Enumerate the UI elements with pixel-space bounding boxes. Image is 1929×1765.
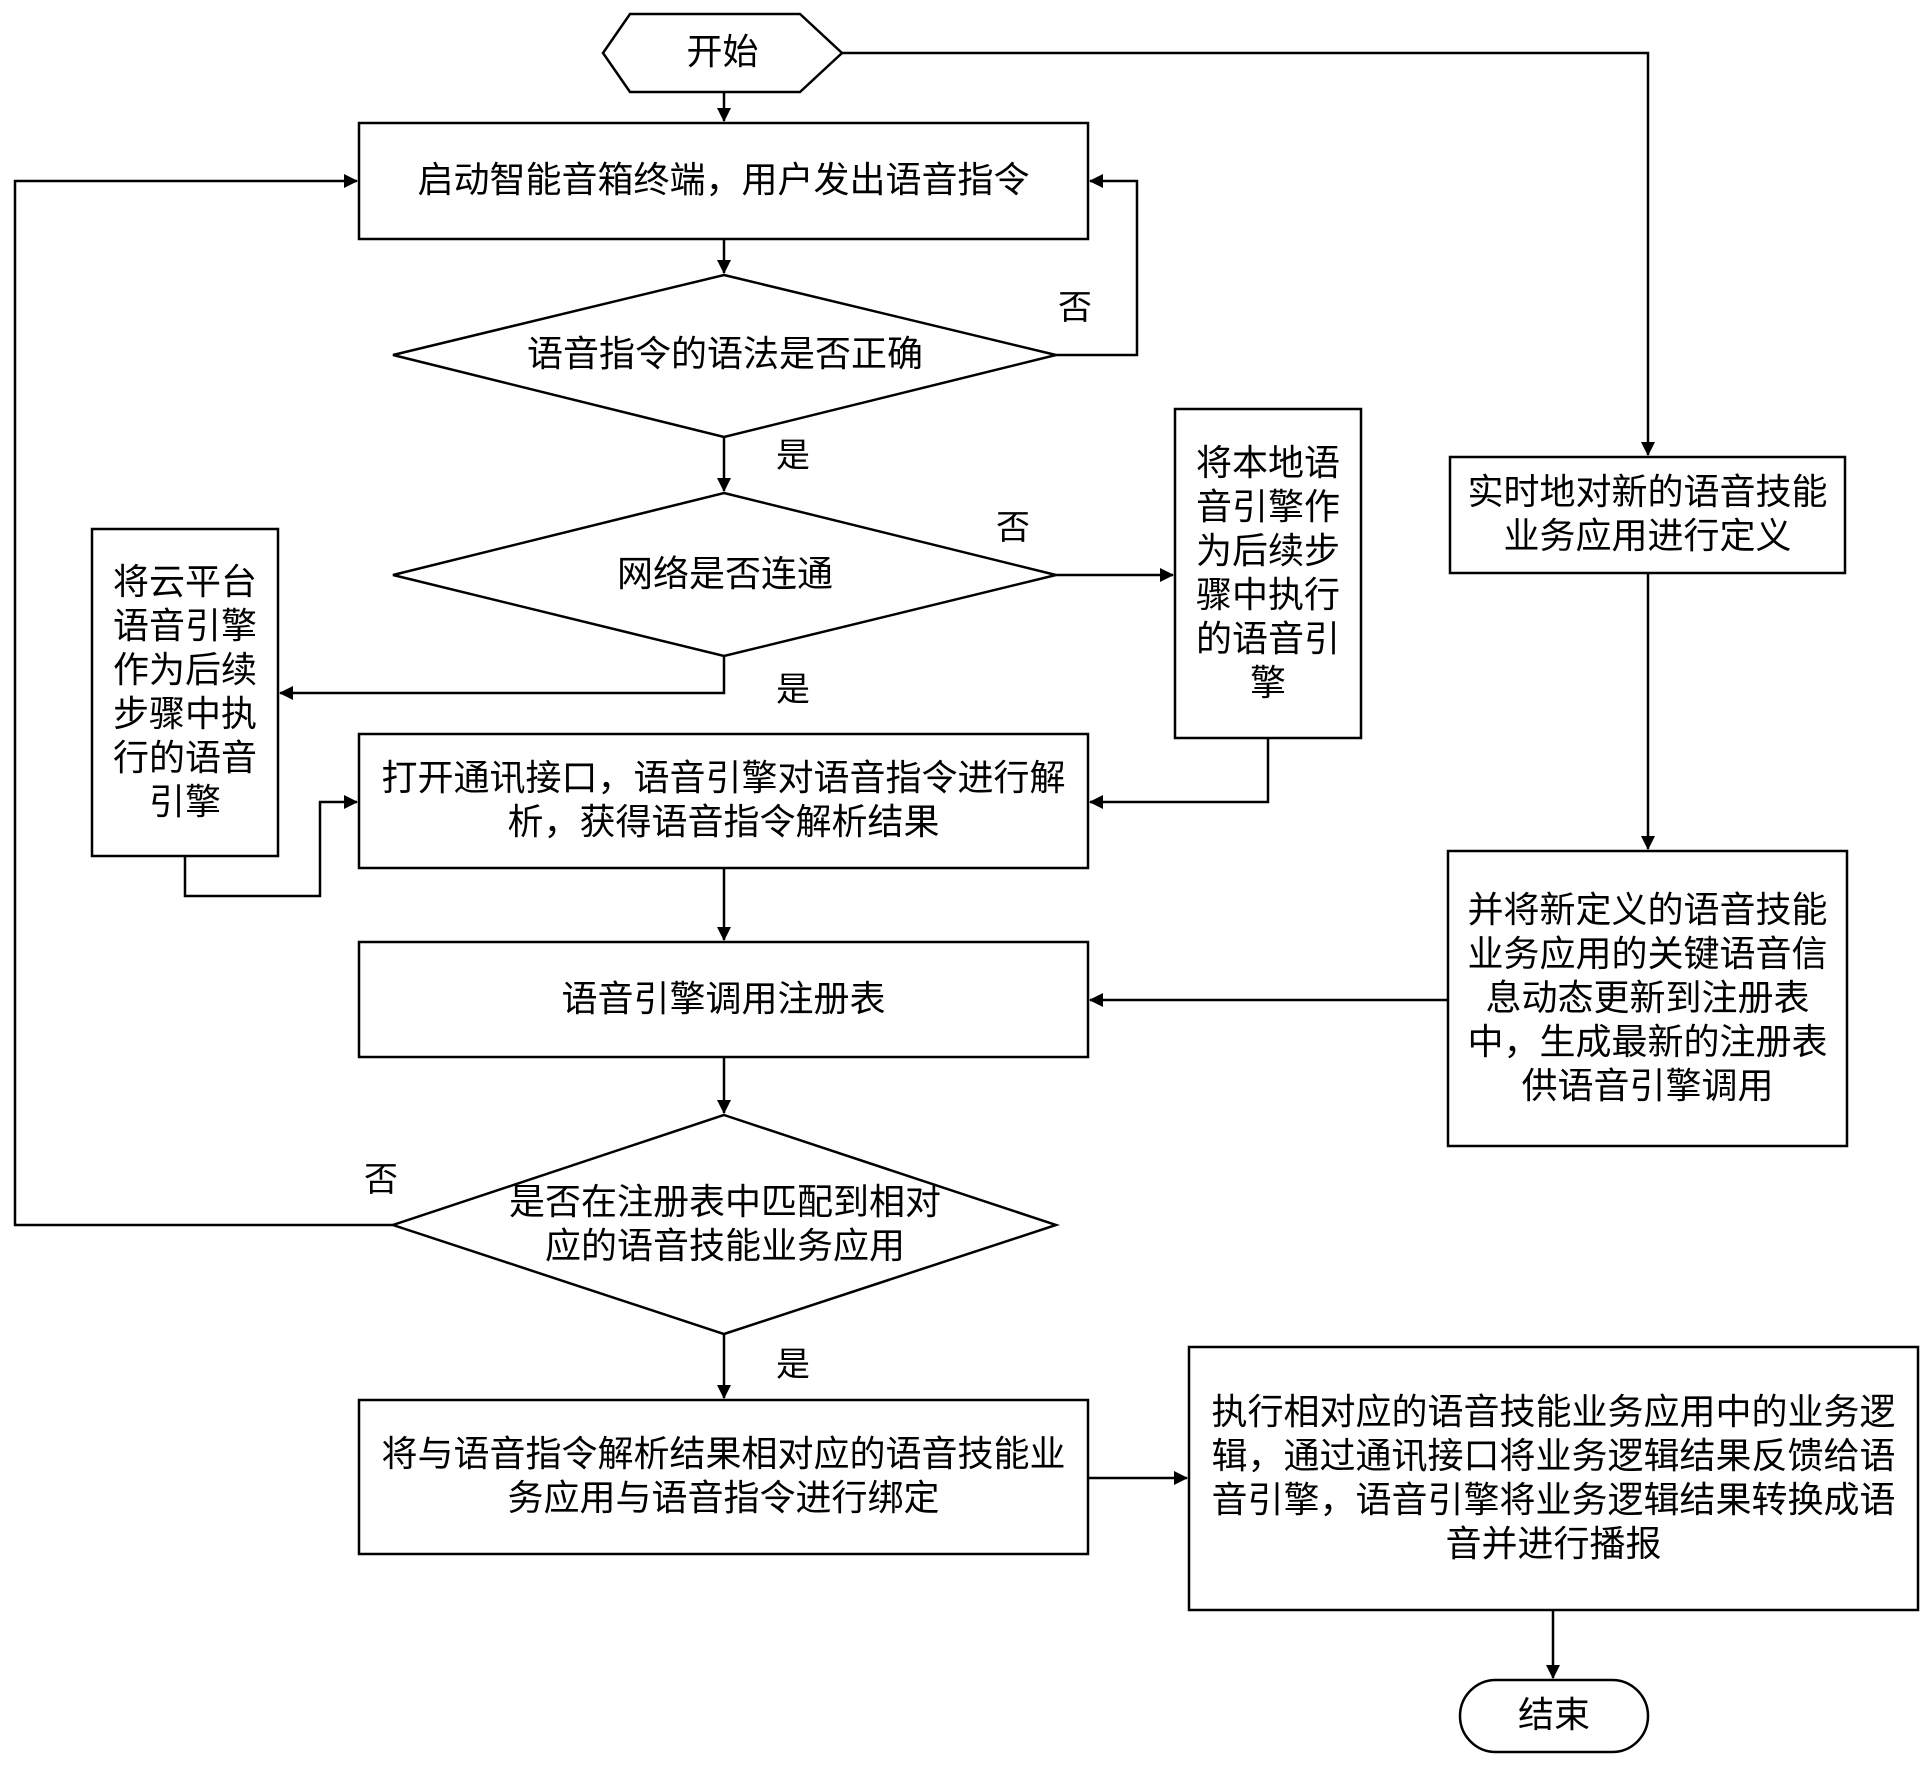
- end-shape: [1458, 1678, 1650, 1754]
- edge-label-match-no: 否: [364, 1160, 398, 1200]
- parse-box: [357, 732, 1090, 870]
- execute-label: 执行相对应的语音技能业务应用中的业务逻 辑，通过通讯接口将业务逻辑结果反馈给语 …: [1211, 1391, 1896, 1565]
- cloud-engine-box: [90, 527, 280, 858]
- define-box: [1448, 455, 1847, 575]
- arrow-grammar-no-loop: [1056, 174, 1139, 357]
- end-label: 结束: [1517, 1695, 1590, 1736]
- arrow-local-to-parse: [1089, 738, 1270, 809]
- parse-label: 打开通讯接口，语音引擎对语音指令进行解 析，获得语音指令解析结果: [381, 758, 1066, 843]
- arrow-cloud-to-parse: [183, 795, 358, 898]
- registry-call-box: [357, 940, 1090, 1059]
- define-label: 实时地对新的语音技能 业务应用进行定义: [1467, 472, 1828, 557]
- local-engine-box: [1173, 407, 1363, 740]
- decision-network-label: 网络是否连通: [616, 554, 833, 595]
- start-label: 开始: [686, 32, 759, 73]
- edge-label-grammar-yes: 是: [776, 436, 810, 476]
- step1-box: [357, 121, 1090, 241]
- update-box: [1446, 849, 1849, 1148]
- registry-call-label: 语音引擎调用注册表: [561, 978, 886, 1020]
- decision-match-label: 是否在注册表中匹配到相对 应的语音技能业务应用: [508, 1182, 941, 1267]
- edge-label-network-yes: 是: [776, 670, 810, 710]
- bind-box: [357, 1398, 1090, 1556]
- arrow-start-to-define: [842, 51, 1655, 456]
- edge-label-network-no: 否: [996, 508, 1030, 548]
- update-label: 并将新定义的语音技能 业务应用的关键语音信 息动态更新到注册表 中，生成最新的注…: [1467, 889, 1828, 1107]
- bind-label: 将与语音指令解析结果相对应的语音技能业 务应用与语音指令进行绑定: [381, 1434, 1066, 1519]
- edge-label-grammar-no: 否: [1058, 288, 1092, 328]
- edge-label-match-yes: 是: [776, 1345, 810, 1385]
- decision-grammar-label: 语音指令的语法是否正确: [526, 334, 923, 375]
- local-engine-label: 将本地语 音引擎作 为后续步 骤中执行 的语音引 擎: [1195, 442, 1340, 704]
- step1-label: 启动智能音箱终端，用户发出语音指令: [417, 160, 1030, 201]
- cloud-engine-label: 将云平台 语音引擎 作为后续 步骤中执 行的语音 引擎: [112, 561, 257, 823]
- arrow-network-yes-to-cloud: [279, 656, 726, 700]
- start-shape: [601, 12, 844, 94]
- arrow-match-no-loop: [13, 174, 393, 1227]
